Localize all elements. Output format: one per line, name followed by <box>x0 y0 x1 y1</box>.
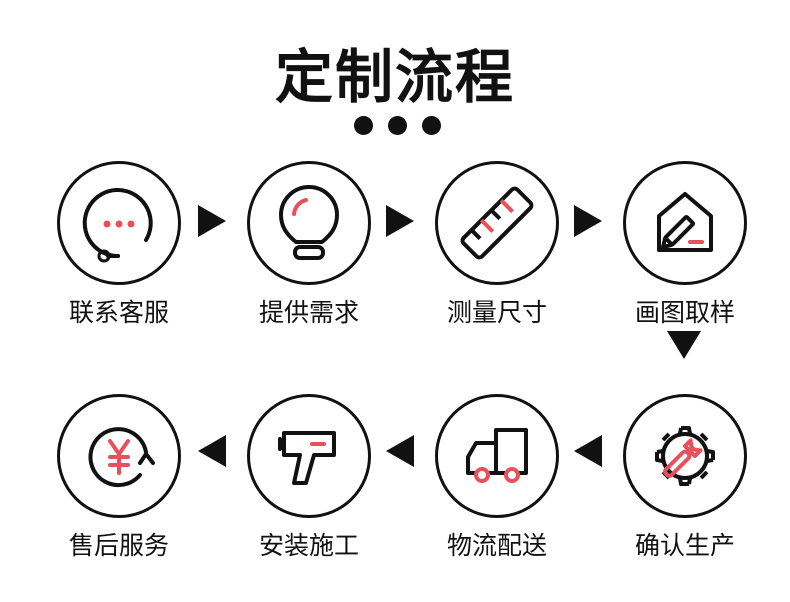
step-label: 联系客服 <box>68 298 169 327</box>
house-pencil-icon <box>657 192 713 252</box>
flow-arrow-right <box>574 205 602 237</box>
divider-dot <box>422 116 441 135</box>
step-circle <box>247 394 371 518</box>
delivery-truck-icon <box>466 428 528 483</box>
step-label: 提供需求 <box>258 298 359 327</box>
step-label: 物流配送 <box>446 531 547 560</box>
step-label: 测量尺寸 <box>446 298 547 327</box>
step-circle <box>623 394 747 518</box>
flow-arrow-left <box>574 435 602 467</box>
step-circle <box>435 394 559 518</box>
step-circle <box>57 394 181 518</box>
flow-arrow-right <box>198 205 226 237</box>
yen-refresh-icon <box>88 427 155 488</box>
step-label: 安装施工 <box>258 531 359 560</box>
drill-icon <box>278 431 336 485</box>
ruler-icon <box>460 186 534 260</box>
step-label: 画图取样 <box>634 298 735 327</box>
step-circle <box>623 161 747 285</box>
step-label: 确认生产 <box>634 531 735 560</box>
flow-arrow-left <box>386 435 414 467</box>
title-dots-divider <box>0 116 790 136</box>
step-circle <box>435 161 559 285</box>
divider-dot <box>354 116 373 135</box>
gear-wrench-icon <box>655 426 715 486</box>
flow-arrow-left <box>198 435 226 467</box>
page-title: 定制流程 <box>274 43 515 111</box>
flow-arrow-down <box>667 331 701 359</box>
step-circle <box>57 161 181 285</box>
customer-service-chat-icon <box>82 188 153 263</box>
step-label: 售后服务 <box>68 531 169 560</box>
lightbulb-icon <box>279 185 339 260</box>
step-circle <box>247 161 371 285</box>
flow-arrow-right <box>386 205 414 237</box>
divider-dot <box>388 116 407 135</box>
